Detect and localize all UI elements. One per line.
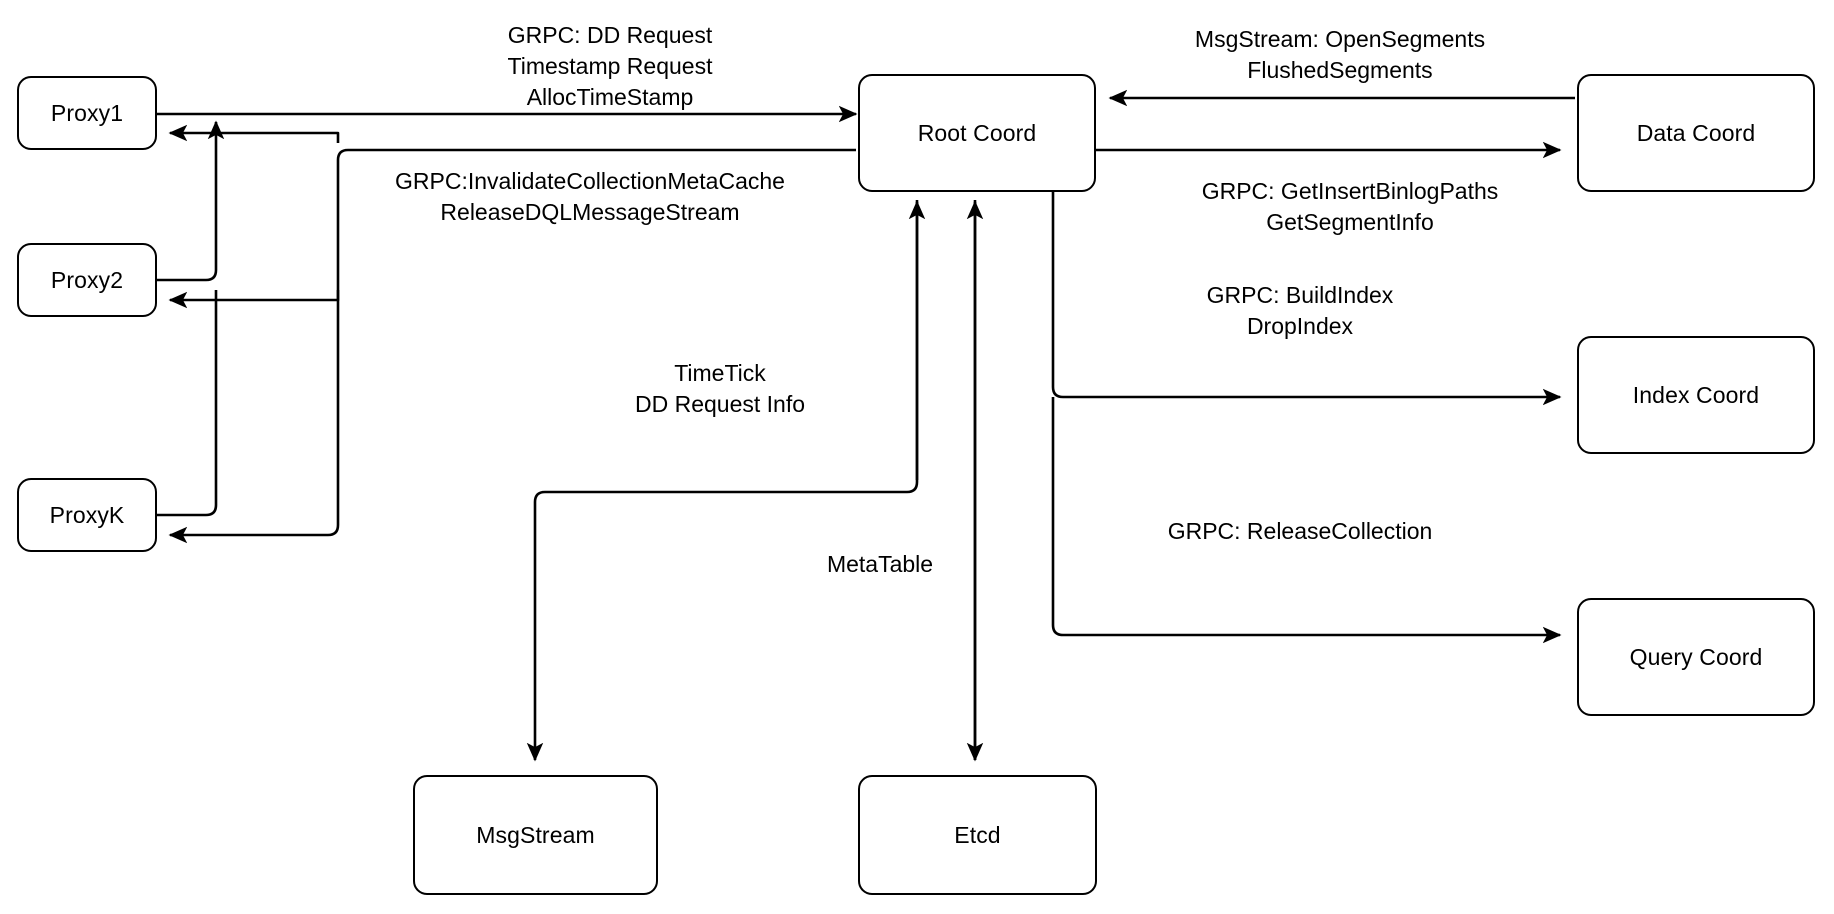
node-root-coord-label: Root Coord	[917, 119, 1037, 146]
edge-label-root-to-querycoord: GRPC: ReleaseCollection	[1167, 518, 1433, 544]
node-proxyk-label: ProxyK	[49, 501, 125, 528]
node-data-coord[interactable]: Data Coord	[1577, 74, 1815, 192]
edge-rootcoord-to-querycoord	[1051, 397, 1562, 644]
edge-label-root-to-indexcoord: GRPC: BuildIndex DropIndex	[1206, 282, 1394, 339]
node-proxyk[interactable]: ProxyK	[17, 478, 157, 552]
node-data-coord-label: Data Coord	[1636, 119, 1756, 146]
node-proxy2[interactable]: Proxy2	[17, 243, 157, 317]
edge-label-datacoord-to-root: MsgStream: OpenSegments FlushedSegments	[1194, 26, 1486, 83]
edge-proxy2-to-trunk	[157, 120, 225, 282]
edge-trunk-to-proxy1	[168, 124, 340, 143]
node-msgstream[interactable]: MsgStream	[413, 775, 658, 895]
edge-trunk-to-proxy2	[168, 290, 340, 309]
node-root-coord[interactable]: Root Coord	[858, 74, 1096, 192]
edge-label-proxy-to-root: GRPC: DD Request Timestamp Request Alloc…	[507, 22, 713, 110]
edge-label-root-to-etcd: MetaTable	[826, 551, 934, 577]
edge-rootcoord-to-proxy-trunk	[168, 148, 856, 544]
node-proxy1-label: Proxy1	[50, 99, 124, 126]
node-proxy1[interactable]: Proxy1	[17, 76, 157, 150]
node-etcd[interactable]: Etcd	[858, 775, 1097, 895]
node-etcd-label: Etcd	[954, 821, 1001, 848]
node-msgstream-label: MsgStream	[476, 821, 595, 848]
edge-proxyk-to-trunk	[157, 290, 218, 517]
edge-label-root-to-proxy: GRPC:InvalidateCollectionMetaCache Relea…	[395, 168, 785, 225]
edge-rootcoord-to-msgstream	[526, 200, 919, 762]
node-query-coord-label: Query Coord	[1629, 643, 1763, 670]
node-query-coord[interactable]: Query Coord	[1577, 598, 1815, 716]
node-index-coord-label: Index Coord	[1632, 381, 1760, 408]
edge-label-root-to-datacoord: GRPC: GetInsertBinlogPaths GetSegmentInf…	[1201, 178, 1499, 235]
node-proxy2-label: Proxy2	[50, 266, 124, 293]
edge-rootcoord-to-indexcoord	[1051, 192, 1562, 406]
edge-label-root-to-msgstream: TimeTick DD Request Info	[634, 360, 806, 417]
node-index-coord[interactable]: Index Coord	[1577, 336, 1815, 454]
